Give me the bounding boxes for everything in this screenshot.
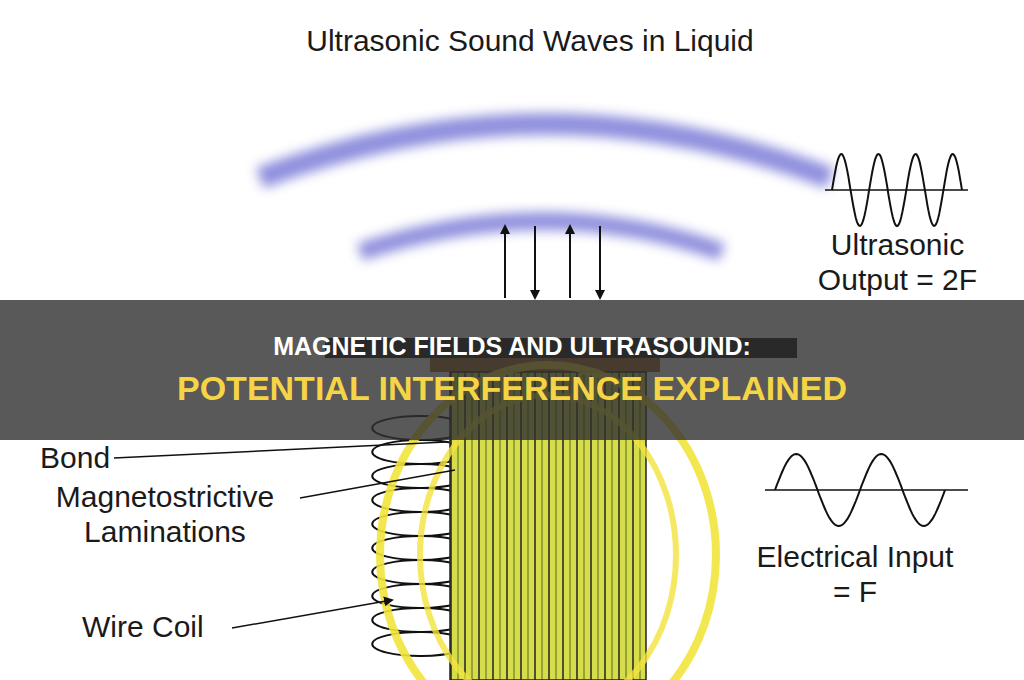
leader-arrow xyxy=(232,600,392,628)
part-label: Bond xyxy=(40,441,130,476)
sine-wave xyxy=(832,154,962,226)
diagram-title: Ultrasonic Sound Waves in Liquid xyxy=(0,24,1024,59)
title-band: MAGNETIC FIELDS AND ULTRASOUND: POTENTIAL… xyxy=(0,300,1024,440)
signal-axis xyxy=(765,489,968,491)
vibration-arrow xyxy=(504,226,506,298)
band-heading: MAGNETIC FIELDS AND ULTRASOUND: xyxy=(273,332,751,361)
vibration-arrow xyxy=(569,226,571,298)
leader-line xyxy=(114,442,446,458)
part-label: Magnetostrictive Laminations xyxy=(20,480,310,549)
coil-turn xyxy=(372,536,456,560)
part-label: Ultrasonic Output = 2F xyxy=(790,228,1005,297)
sound-wave xyxy=(360,221,722,252)
part-label: Wire Coil xyxy=(82,610,242,645)
vibration-arrow xyxy=(599,226,601,298)
sound-wave xyxy=(260,124,830,178)
vibration-arrow xyxy=(534,226,536,298)
leader-line xyxy=(300,470,455,498)
sine-wave xyxy=(775,454,945,526)
part-label: Electrical Input = F xyxy=(755,540,955,609)
band-heading: POTENTIAL INTERFERENCE EXPLAINED xyxy=(177,369,847,408)
signal-axis xyxy=(825,189,968,191)
